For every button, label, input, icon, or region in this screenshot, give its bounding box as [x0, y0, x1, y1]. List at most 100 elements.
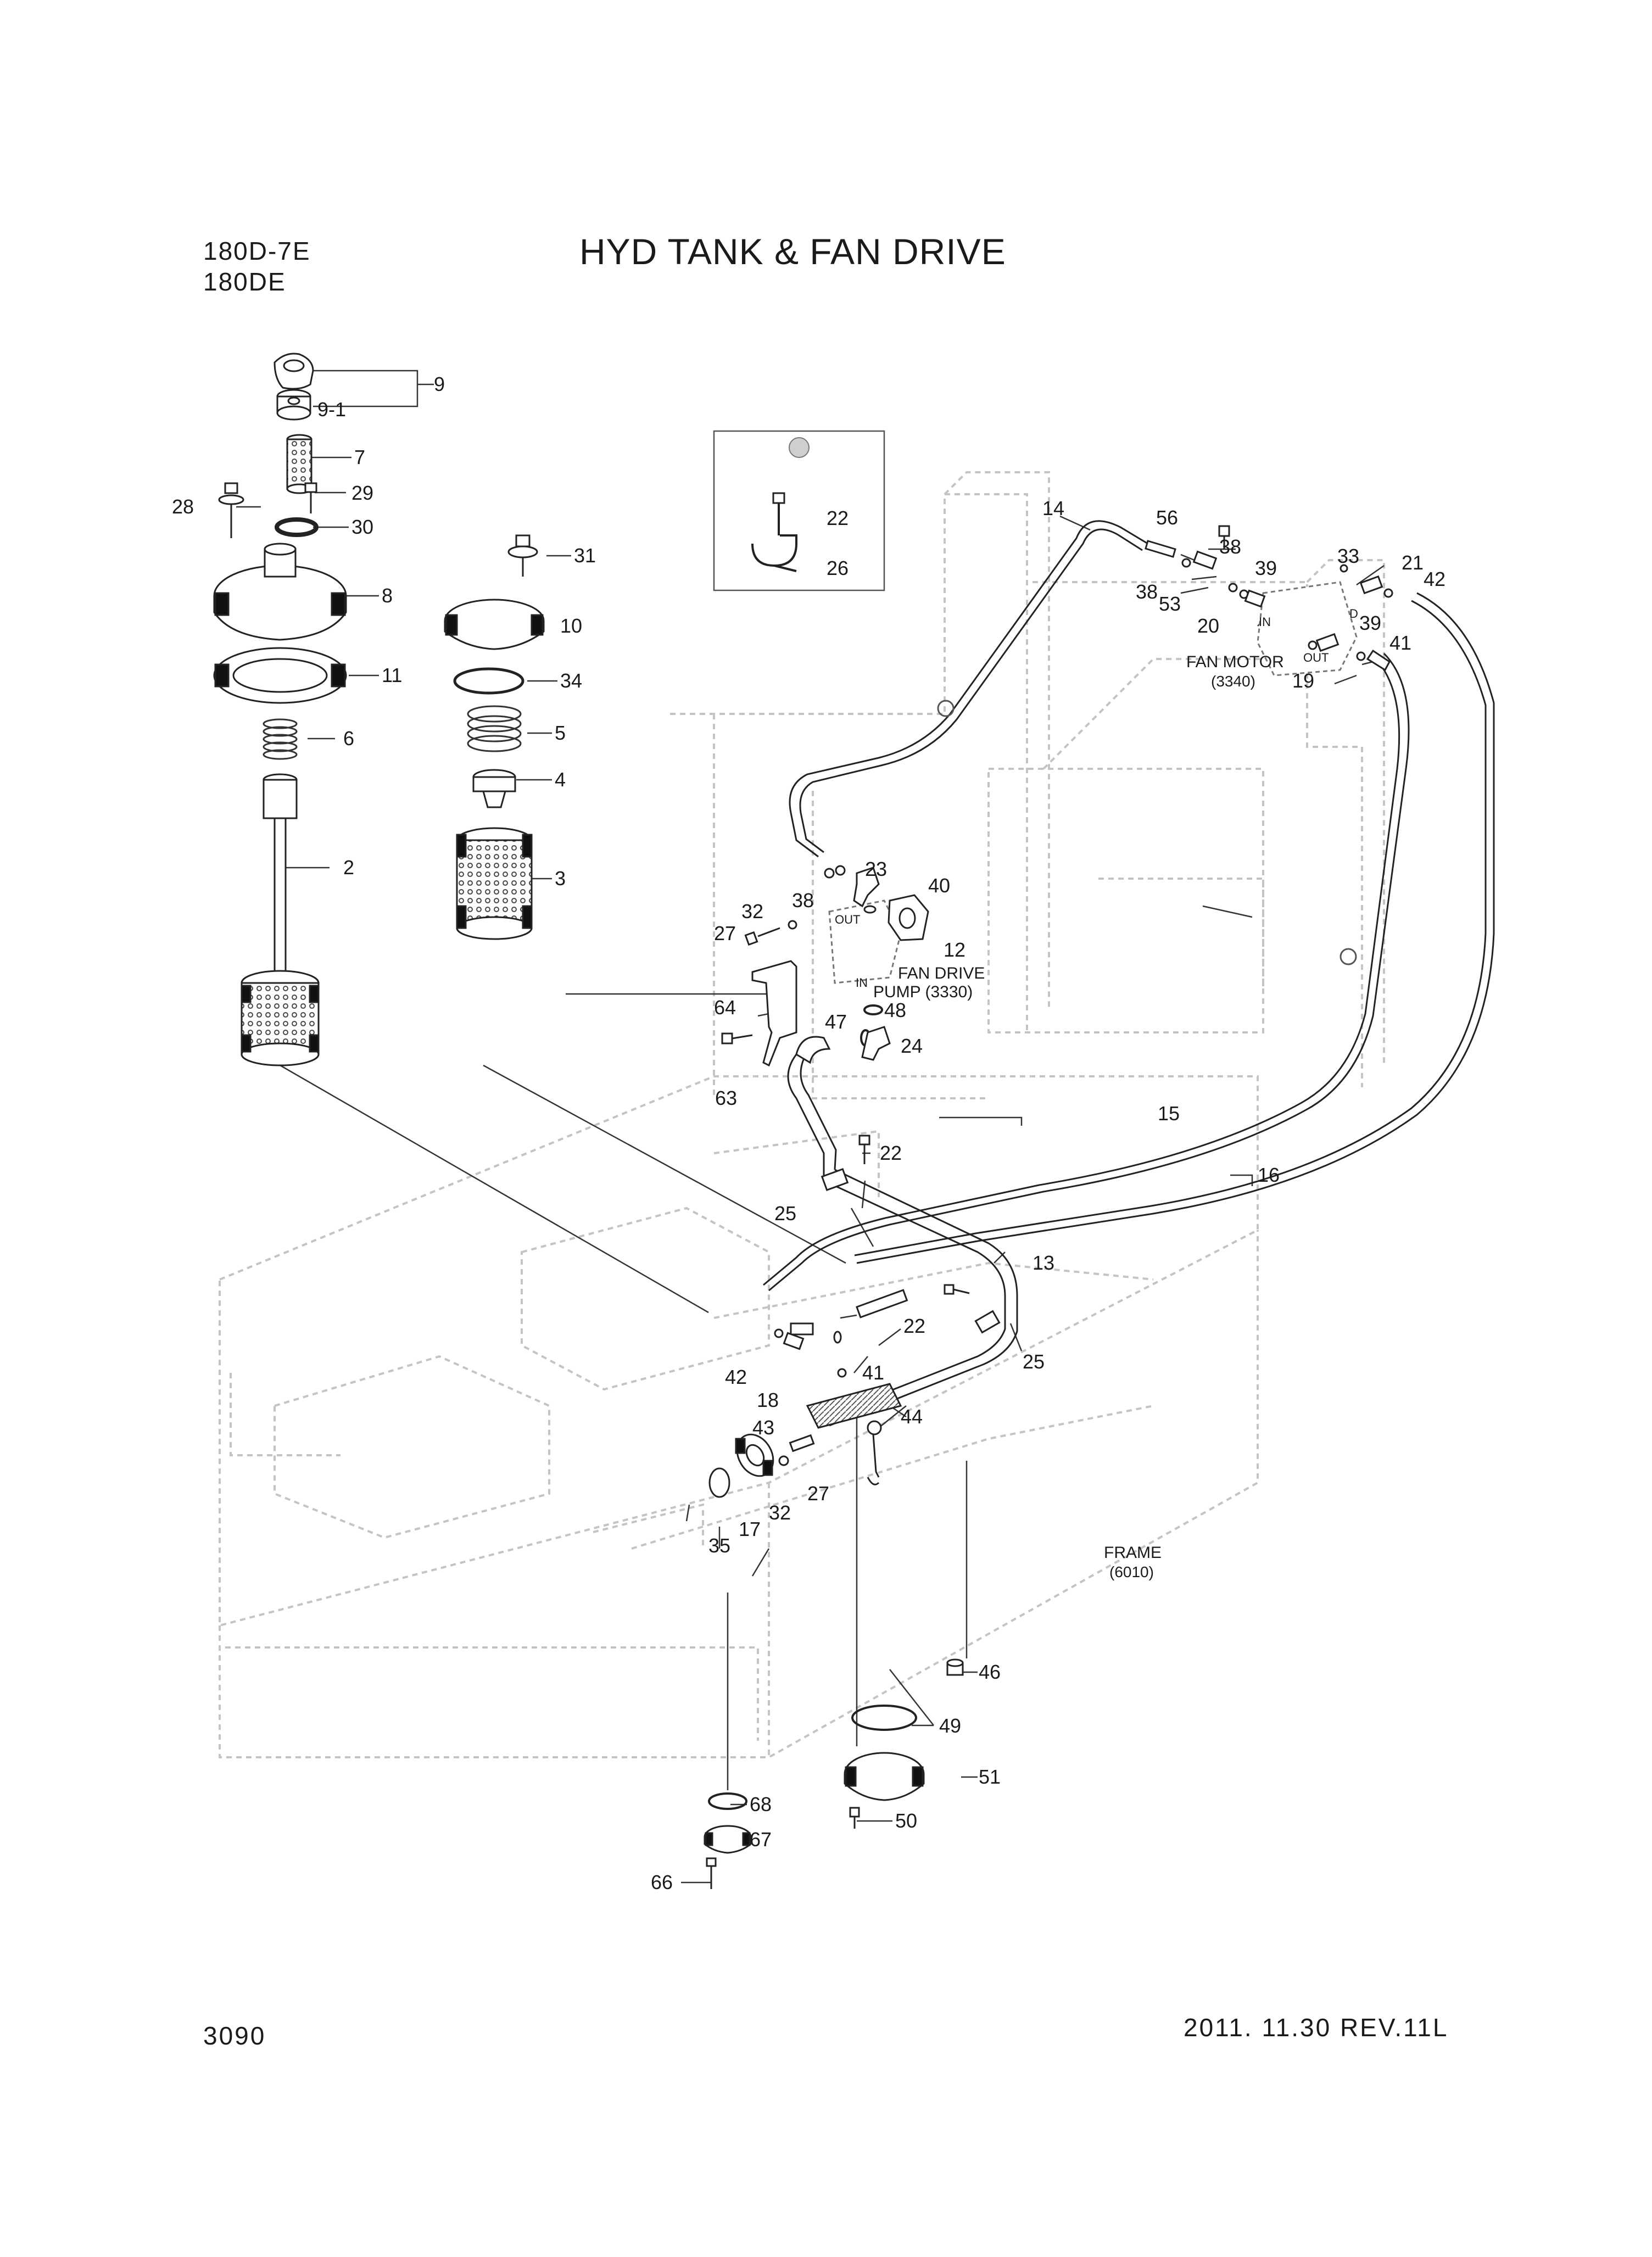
plug-46: [946, 1658, 964, 1676]
revision-date: 2011. 11.30 REV.11L: [1184, 2013, 1449, 2042]
callout-3: 3: [555, 867, 566, 890]
fittings-motor: [1145, 525, 1393, 672]
callout-35: 35: [708, 1534, 730, 1557]
note-fan-motor-ref: (3340): [1211, 673, 1255, 690]
callout-9-1: 9-1: [317, 398, 346, 421]
callout-49: 49: [939, 1714, 961, 1737]
callout-38-c: 38: [792, 889, 814, 912]
note-fan-drive-2: PUMP (3330): [873, 983, 973, 1001]
callout-44: 44: [901, 1405, 923, 1428]
port-label-motor-in: IN: [1259, 615, 1271, 629]
callout-10: 10: [560, 614, 582, 637]
callout-68: 68: [750, 1793, 772, 1815]
callout-23: 23: [865, 858, 887, 880]
callout-22-b: 22: [880, 1142, 902, 1164]
cover-8: [213, 543, 347, 641]
frame-outline: [219, 471, 1385, 1758]
callout-38-b: 38: [1136, 580, 1158, 603]
callout-32-a: 32: [741, 900, 763, 923]
o-ring-30: [275, 517, 319, 537]
bolt-27-32: [744, 920, 797, 946]
callout-30: 30: [351, 516, 373, 538]
callout-15: 15: [1158, 1102, 1180, 1125]
page-number: 3090: [203, 2021, 266, 2050]
fittings-38-40: [824, 865, 877, 914]
bolt-28: [218, 482, 244, 538]
callout-39-b: 39: [1359, 612, 1381, 634]
bolt-27-32-lower: [778, 1434, 815, 1466]
note-frame: FRAME: [1104, 1544, 1162, 1562]
bolt-29: [304, 482, 317, 513]
callout-67: 67: [750, 1828, 772, 1851]
callout-50: 50: [895, 1809, 917, 1832]
callout-21: 21: [1402, 551, 1424, 574]
callout-42-b: 42: [725, 1366, 747, 1388]
callout-33: 33: [1337, 545, 1359, 567]
o-ring-68: [708, 1792, 747, 1810]
port-label-pump-in: IN: [856, 976, 868, 990]
callout-27-a: 27: [714, 922, 736, 945]
callout-28: 28: [172, 495, 194, 518]
elbow-pipe-top: [795, 1036, 831, 1064]
callout-64: 64: [714, 996, 736, 1019]
note-fan-drive: FAN DRIVE: [898, 964, 985, 982]
callout-13: 13: [1032, 1252, 1054, 1274]
callout-27-b: 27: [807, 1482, 829, 1505]
callout-41-b: 41: [862, 1361, 884, 1384]
elbow-23: [853, 867, 880, 908]
clamp-25: [821, 1168, 1001, 1334]
callout-12: 12: [944, 938, 965, 961]
callout-41-a: 41: [1389, 632, 1411, 654]
callout-4: 4: [555, 768, 566, 791]
element-9-1: [276, 389, 311, 421]
callout-24: 24: [901, 1035, 923, 1057]
callout-25-b: 25: [1023, 1350, 1045, 1373]
o-ring-35: [708, 1467, 730, 1498]
elbow-24: [861, 1026, 891, 1061]
bolt-31: [507, 534, 538, 577]
port-label-motor-out: OUT: [1303, 651, 1329, 664]
callout-53: 53: [1159, 593, 1181, 615]
callout-63: 63: [715, 1087, 737, 1109]
port-label-motor-d: D: [1349, 607, 1358, 621]
spring-6: [263, 718, 298, 760]
callout-11: 11: [382, 664, 402, 686]
callout-8: 8: [382, 584, 393, 607]
fittings-18-42-43: [774, 1328, 847, 1378]
port-label-pump-out: OUT: [835, 913, 860, 926]
callout-32-b: 32: [769, 1501, 791, 1524]
fan-motor: [1257, 581, 1358, 677]
callout-17: 17: [739, 1518, 761, 1540]
callout-22-c: 22: [903, 1315, 925, 1337]
air-breather-9: [274, 353, 314, 390]
callout-5: 5: [555, 722, 566, 744]
bolt-50: [849, 1807, 860, 1829]
callout-43: 43: [752, 1416, 774, 1439]
o-ring-34: [453, 667, 524, 695]
hose-44: [867, 1420, 882, 1485]
bracket-63: [751, 960, 797, 1067]
callout-51: 51: [979, 1766, 1001, 1788]
callout-47: 47: [825, 1010, 847, 1033]
pipe-13: [787, 1049, 1018, 1427]
o-ring-49: [851, 1705, 917, 1731]
detail-box: [713, 430, 885, 591]
callout-18: 18: [757, 1389, 779, 1411]
hose-15-16: [763, 592, 1495, 1292]
callout-9: 9: [434, 373, 445, 395]
callout-46: 46: [979, 1661, 1001, 1683]
callout-39-a: 39: [1255, 557, 1277, 579]
model-code-2: 180DE: [203, 267, 286, 296]
note-frame-ref: (6010): [1109, 1563, 1154, 1580]
callout-2: 2: [343, 856, 354, 879]
cover-67: [704, 1825, 752, 1854]
callout-14: 14: [1042, 497, 1064, 519]
page-title: HYD TANK & FAN DRIVE: [579, 231, 1006, 272]
bolt-22: [858, 1135, 970, 1295]
element-2: [241, 773, 320, 1066]
callout-16: 16: [1258, 1164, 1280, 1186]
callout-numbers: 9 9-1 7 29 28 30 8 11 6 2 31 10 34 5 4 3…: [172, 373, 1446, 1893]
callout-6: 6: [343, 727, 354, 750]
callout-29: 29: [351, 482, 373, 504]
